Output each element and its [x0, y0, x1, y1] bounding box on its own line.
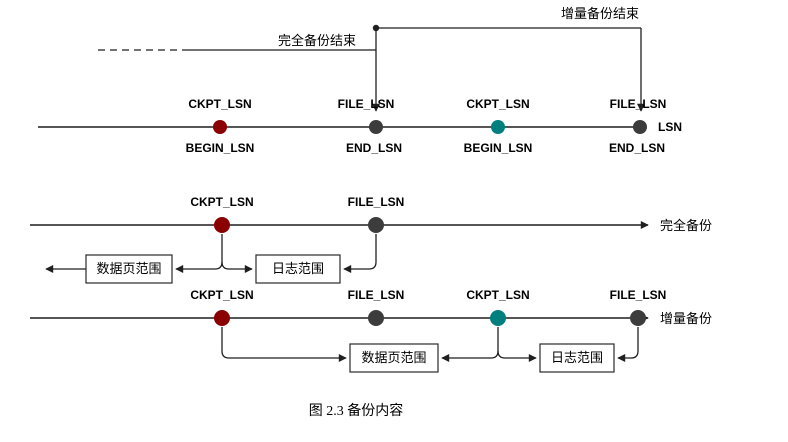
file-lsn-dot-prev: [368, 310, 384, 326]
figure-caption: 图 2.3 备份内容: [309, 402, 404, 419]
file-lsn-label: FILE_LSN: [338, 97, 395, 111]
file-lsn-dot: [368, 217, 384, 233]
branch-to-log-range-right: [343, 261, 377, 273]
branch-to-log-range-left: [497, 350, 537, 362]
ckpt-lsn-label: CKPT_LSN: [466, 97, 529, 111]
ckpt-lsn-label: CKPT_LSN: [190, 288, 253, 302]
end-lsn-label: END_LSN: [609, 141, 665, 155]
file-lsn-label: FILE_LSN: [610, 288, 667, 302]
log-range-label: 日志范围: [551, 350, 603, 365]
ckpt-lsn-dot-prev: [214, 310, 230, 326]
branch-to-data-page-range: [175, 261, 223, 273]
data-page-range-box: [349, 343, 439, 373]
lsn-axis-label: LSN: [658, 120, 682, 134]
data-page-range-box: [85, 254, 173, 284]
log-range-box: [539, 343, 615, 373]
file-lsn-label: FILE_LSN: [610, 97, 667, 111]
branch-to-log-range-right: [617, 350, 639, 362]
begin-lsn-label: BEGIN_LSN: [464, 141, 533, 155]
file-lsn-label: FILE_LSN: [348, 288, 405, 302]
ckpt-lsn-dot-incr: [491, 120, 505, 134]
ckpt-lsn-dot: [214, 217, 230, 233]
ckpt-lsn-label: CKPT_LSN: [190, 195, 253, 209]
begin-lsn-label: BEGIN_LSN: [186, 141, 255, 155]
log-range-label: 日志范围: [272, 261, 324, 276]
ckpt-lsn-label: CKPT_LSN: [466, 288, 529, 302]
branch-to-data-page-range-right: [441, 350, 499, 362]
data-page-range-label: 数据页范围: [96, 261, 161, 276]
file-lsn-dot-full: [369, 120, 383, 134]
file-lsn-dot-incr: [633, 120, 647, 134]
file-lsn-label: FILE_LSN: [348, 195, 405, 209]
data-page-range-label: 数据页范围: [361, 350, 426, 365]
branch-to-data-page-range-left: [221, 350, 347, 362]
end-lsn-label: END_LSN: [346, 141, 402, 155]
incr-backup-axis-label: 增量备份: [660, 311, 712, 326]
ckpt-lsn-label: CKPT_LSN: [188, 97, 251, 111]
file-lsn-dot-cur: [630, 310, 646, 326]
full-backup-axis-label: 完全备份: [660, 218, 712, 233]
ckpt-lsn-dot-cur: [490, 310, 506, 326]
incr-backup-end-label: 增量备份结束: [561, 6, 639, 21]
log-range-box: [255, 254, 341, 284]
ckpt-lsn-dot-full: [213, 120, 227, 134]
branch-to-log-range: [221, 261, 253, 273]
full-backup-end-label: 完全备份结束: [278, 33, 356, 48]
